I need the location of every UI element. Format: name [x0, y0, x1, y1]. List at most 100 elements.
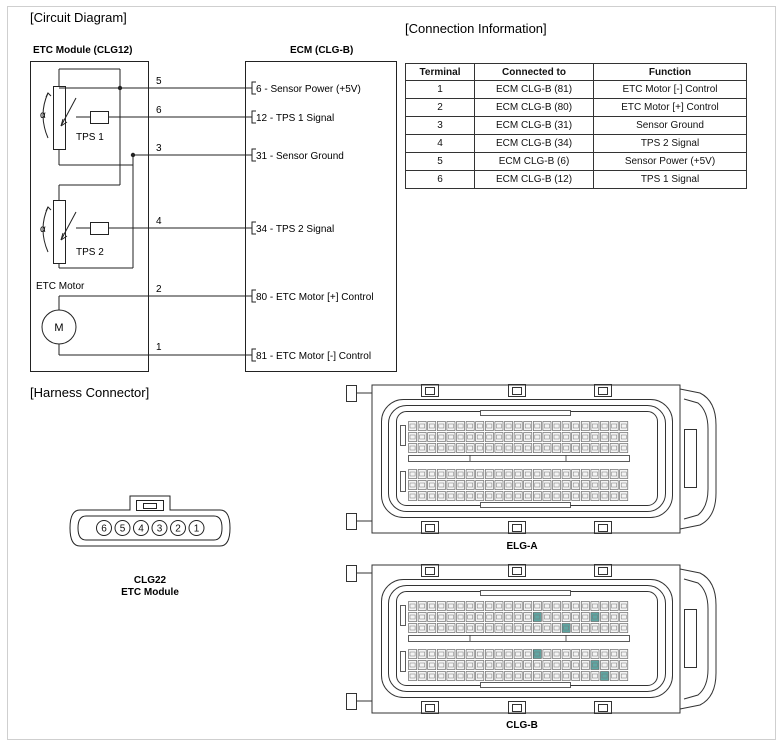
connector-pin-contact	[428, 445, 435, 451]
cell-terminal: 1	[405, 80, 475, 99]
connector-pin-contact	[524, 651, 531, 657]
connector-pin-contact	[505, 651, 512, 657]
connector-pin-cavity	[475, 421, 485, 431]
connector-pin-contact	[534, 445, 541, 451]
connector-pin-contact	[563, 434, 569, 440]
connector-pin-cavity	[436, 432, 446, 442]
connector-pin-cavity	[504, 443, 513, 453]
connector-pin-contact	[582, 482, 589, 488]
connector-pin-contact	[448, 662, 454, 668]
connector-pin-cavity	[532, 623, 542, 633]
connector-pin-cavity	[427, 480, 437, 490]
connector-pin-cavity	[552, 601, 561, 611]
connector-pin-contact	[428, 625, 435, 631]
connector-pin-cavity	[571, 432, 581, 442]
connector-pin-contact	[409, 651, 416, 657]
connector-pin-cavity	[408, 443, 417, 453]
connector-pin-cavity	[465, 612, 475, 622]
cell-connected-to: ECM CLG-B (12)	[474, 170, 594, 189]
connector-pin-cavity	[609, 649, 619, 659]
tps2-label: TPS 2	[76, 247, 104, 258]
connector-pin-contact	[438, 651, 445, 657]
connector-pin-contact	[544, 651, 550, 657]
connector-pin-cavity	[504, 612, 513, 622]
connector-pin-contact	[601, 471, 608, 477]
connector-pin-cavity	[571, 649, 581, 659]
connector-pin-cavity	[408, 649, 417, 659]
connector-pin-contact	[419, 625, 425, 631]
lock-tab	[421, 521, 439, 534]
connector-pin-contact	[457, 625, 464, 631]
connector-pin-cavity	[532, 671, 542, 681]
connector-pin-contact	[601, 434, 608, 440]
connector-pin-cavity	[580, 469, 590, 479]
connector-divider	[408, 455, 630, 462]
connector-pin-contact	[448, 625, 454, 631]
connector-pin-contact	[438, 673, 445, 679]
mount-tab	[346, 693, 357, 710]
connector-pin-contact	[524, 673, 531, 679]
connector-pin-cavity	[427, 660, 437, 670]
connector-pin-cavity	[484, 480, 494, 490]
connector-pin-contact	[524, 445, 531, 451]
clg-b-label: CLG-B	[506, 720, 538, 731]
connector-pin-cavity	[513, 601, 523, 611]
connector-pin-contact	[476, 662, 483, 668]
connector-latch	[683, 398, 709, 520]
connector-pin-contact	[409, 614, 416, 620]
connector-pin-cavity	[532, 469, 542, 479]
lock-tab	[425, 387, 435, 395]
connector-pin-cavity	[532, 601, 542, 611]
connector-pin-cavity	[494, 601, 504, 611]
connector-pin-contact	[534, 673, 541, 679]
cell-function: ETC Motor [+] Control	[593, 98, 747, 117]
connector-pin-cavity	[600, 432, 609, 442]
connector-pin-contact	[620, 673, 627, 679]
connector-pin-cavity	[542, 671, 552, 681]
connector-pin-cavity	[580, 601, 590, 611]
connector-pin-cavity	[600, 469, 609, 479]
connector-pin-cavity	[494, 660, 504, 670]
connector-pin-cavity	[609, 612, 619, 622]
connector-pin-contact	[601, 662, 608, 668]
connector-pin-contact	[515, 614, 521, 620]
connector-pin-contact	[467, 614, 473, 620]
connector-pin-contact	[467, 434, 473, 440]
connector-pin-cavity	[609, 469, 619, 479]
connector-pin-contact	[409, 493, 416, 499]
connector-pin-cavity	[609, 660, 619, 670]
connector-pin-contact	[428, 434, 435, 440]
connector-pin-cavity	[609, 443, 619, 453]
connector-pin-contact	[496, 493, 502, 499]
connector-pin-contact	[524, 482, 531, 488]
etc-module-title: ETC Module (CLG12)	[33, 45, 132, 56]
connector-pin-contact	[553, 434, 560, 440]
cell-terminal: 2	[405, 98, 475, 117]
connector-pin-contact	[620, 662, 627, 668]
tps1-label: TPS 1	[76, 132, 104, 143]
connector-pin-contact	[438, 434, 445, 440]
connector-pin-contact	[438, 471, 445, 477]
connector-pin-contact	[572, 445, 579, 451]
connector-pin-contact	[620, 614, 627, 620]
connector-pin-contact	[544, 493, 550, 499]
connector-pin-contact	[419, 603, 425, 609]
clg22-pin-number: 5	[120, 524, 126, 535]
table-row: 5 ECM CLG-B (6) Sensor Power (+5V)	[405, 152, 747, 171]
clg22-pin-cavity	[188, 520, 205, 536]
connector-pin-cavity	[446, 469, 456, 479]
connector-pin-cavity	[436, 660, 446, 670]
connector-pin-contact	[534, 614, 541, 620]
connector-pin-contact	[419, 423, 425, 429]
connector-pin-contact	[486, 651, 493, 657]
connector-guide	[400, 605, 406, 626]
connector-pin-cavity	[436, 623, 446, 633]
connector-pin-contact	[505, 603, 512, 609]
connector-pin-cavity	[484, 469, 494, 479]
etc-motor-symbol	[41, 309, 77, 345]
connector-pin-cavity	[552, 671, 561, 681]
connector-pin-cavity	[571, 660, 581, 670]
connector-pin-cavity	[552, 660, 561, 670]
connector-pin-cavity	[561, 432, 571, 442]
